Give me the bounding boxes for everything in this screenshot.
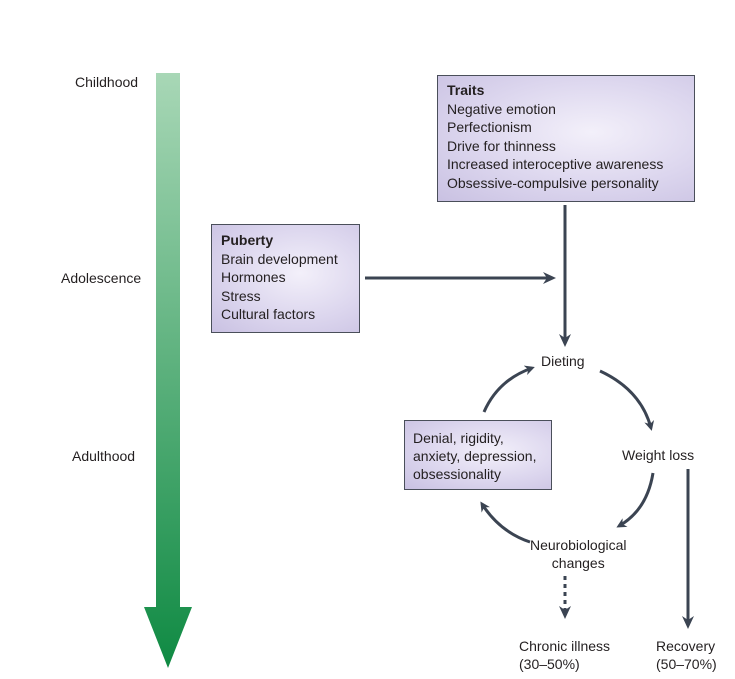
- dieting-label: Dieting: [541, 353, 585, 369]
- neuro-to-denial-arrow: [480, 501, 531, 544]
- timeline-label-adulthood: Adulthood: [72, 448, 136, 464]
- timeline-arrow: [144, 73, 192, 668]
- timeline-label-adolescence: Adolescence: [61, 270, 142, 286]
- puberty-box: Puberty Brain development Hormones Stres…: [211, 224, 360, 333]
- traits-box: Traits Negative emotion Perfectionism Dr…: [437, 75, 695, 202]
- denial-to-dieting-arrow: [482, 365, 535, 413]
- dieting-to-weightloss-arrow: [599, 369, 655, 431]
- chronic-line-2: (30–50%): [519, 656, 580, 672]
- symptoms-item: anxiety, depression,: [413, 448, 537, 464]
- puberty-title: Puberty: [221, 232, 274, 248]
- weight-loss-label: Weight loss: [622, 447, 695, 463]
- puberty-item: Cultural factors: [221, 306, 316, 322]
- symptoms-box: Denial, rigidity, anxiety, depression, o…: [404, 420, 552, 490]
- traits-item: Perfectionism: [447, 119, 532, 135]
- traits-item: Increased interoceptive awareness: [447, 156, 664, 172]
- neuro-line-1: Neurobiological: [530, 537, 627, 553]
- recovery-label: Recovery (50–70%): [656, 637, 717, 673]
- traits-title: Traits: [447, 82, 485, 98]
- puberty-item: Hormones: [221, 269, 286, 285]
- symptoms-item: obsessionality: [413, 466, 501, 482]
- puberty-item: Stress: [221, 287, 261, 304]
- traits-item: Drive for thinness: [447, 137, 556, 154]
- traits-item: Negative emotion: [447, 100, 556, 117]
- neuro-line-2: changes: [551, 555, 605, 571]
- timeline-label-childhood: Childhood: [75, 74, 139, 90]
- puberty-item: Brain development: [221, 250, 338, 267]
- recovery-line-2: (50–70%): [656, 656, 717, 672]
- traits-item: Obsessive-compulsive personality: [447, 174, 659, 191]
- recovery-line-1: Recovery: [656, 638, 716, 654]
- weightloss-to-neuro-arrow: [616, 472, 655, 528]
- symptoms-item: Denial, rigidity,: [413, 430, 504, 446]
- neurobiological-changes-label: Neurobiological changes: [530, 536, 627, 572]
- chronic-illness-label: Chronic illness (30–50%): [519, 637, 610, 673]
- chronic-line-1: Chronic illness: [519, 638, 611, 654]
